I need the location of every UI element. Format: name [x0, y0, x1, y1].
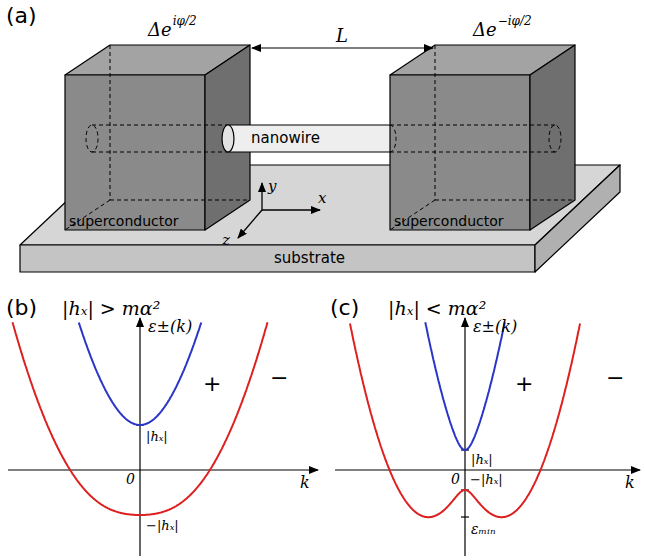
- energy-tick: |hₓ|: [471, 453, 493, 467]
- energy-tick: |hₓ|: [146, 430, 168, 444]
- axis-origin: 0: [451, 472, 460, 487]
- nanowire-cylinder: [222, 125, 400, 152]
- energy-tick: εₘᵢₙ: [471, 522, 496, 537]
- energy-tick: −|hₓ|: [146, 519, 179, 533]
- plot-axes-b: [8, 318, 318, 556]
- band-sign: +: [515, 372, 533, 396]
- band-sign: −: [606, 366, 624, 390]
- superconductor-block-left: [65, 45, 250, 230]
- phase-exponent: iφ/2: [173, 15, 197, 28]
- labelled-part: nanowire: [245, 128, 326, 149]
- upper-band-curve: [79, 323, 202, 426]
- labelled-part: Δe−iφ/2 superconductor: [385, 18, 585, 240]
- superconductor-block-right: [390, 45, 575, 230]
- length-label: L: [336, 26, 348, 46]
- band-sign: −: [270, 366, 288, 390]
- energy-tick: −|hₓ|: [470, 473, 503, 487]
- upper-band-curve: [425, 322, 504, 450]
- dispersion-curves: [13, 322, 581, 517]
- phase-factor: Δe: [148, 20, 172, 40]
- wire-label: nanowire: [251, 130, 320, 147]
- labelled-part: Δeiφ/2 superconductor: [60, 18, 260, 240]
- substrate-label: substrate: [274, 250, 345, 267]
- axis-name: y: [268, 178, 276, 195]
- axis-name: k: [625, 474, 635, 492]
- axis-name: ε±(k): [473, 318, 517, 336]
- length-dimension: [252, 47, 433, 48]
- panel-letter: (a): [6, 4, 37, 28]
- phase-exponent: −iφ/2: [498, 15, 532, 28]
- axis-name: z: [222, 232, 230, 249]
- block-label: superconductor: [394, 214, 504, 229]
- axis-name: x: [318, 190, 326, 207]
- lower-band-curve: [350, 324, 580, 518]
- labelled-part: substrate: [268, 248, 351, 269]
- panel-letter: (c): [330, 296, 359, 320]
- axis-name: k: [300, 474, 310, 492]
- phase-factor: Δe: [473, 20, 497, 40]
- lower-band-curve: [13, 322, 268, 515]
- axis-name: ε±(k): [148, 318, 192, 336]
- axis-origin: 0: [126, 472, 135, 487]
- panel-letter: (b): [6, 296, 37, 320]
- regime-condition: |hₓ| > mα²: [62, 298, 160, 319]
- band-sign: +: [203, 372, 221, 396]
- plot-axes-c: [335, 318, 640, 556]
- regime-condition: |hₓ| < mα²: [388, 298, 486, 319]
- block-label: superconductor: [69, 214, 179, 229]
